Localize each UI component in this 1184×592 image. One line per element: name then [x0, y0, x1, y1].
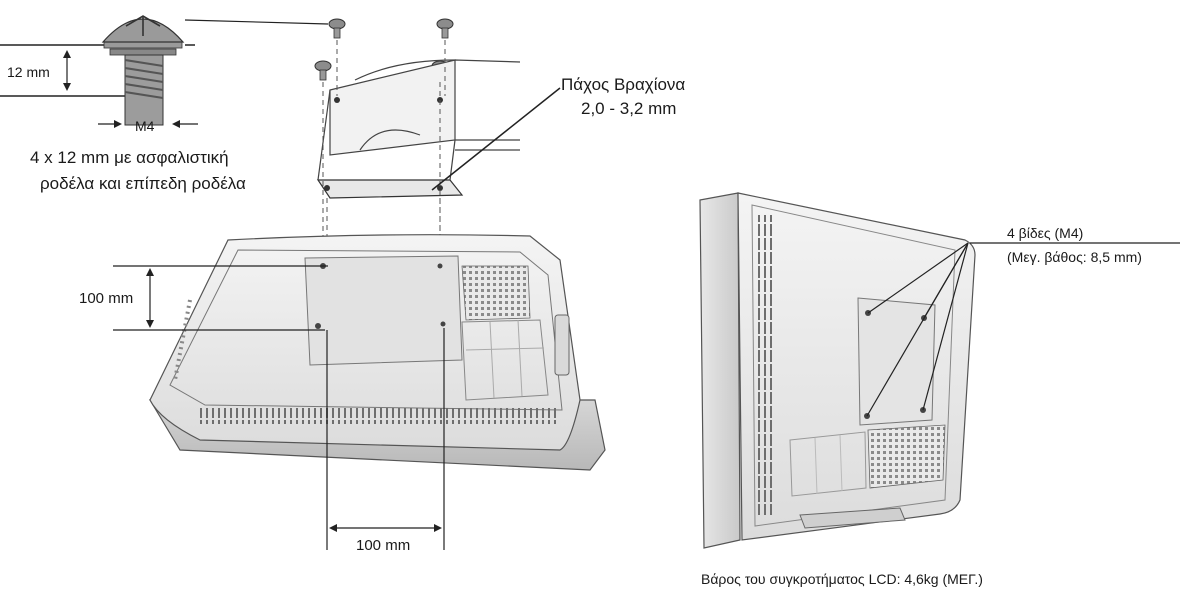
screw-icon — [436, 18, 454, 39]
screw-thread-label: M4 — [135, 118, 155, 134]
horizontal-spacing-label: 100 mm — [356, 537, 410, 554]
rear-screws-label: 4 βίδες (M4) — [1007, 225, 1083, 241]
vertical-spacing-dimension — [113, 265, 328, 331]
screw-icon — [328, 18, 346, 39]
stand-bracket — [316, 40, 561, 330]
weight-note: Βάρος του συγκροτήματος LCD: 4,6kg (ΜΕΓ.… — [701, 571, 983, 587]
screw-height-label: 12 mm — [7, 64, 50, 80]
screw-description-line1: 4 x 12 mm με ασφαλιστική — [30, 148, 229, 167]
monitor-rear-upright — [699, 192, 1180, 549]
bracket-thickness-title: Πάχος Βραχίονα — [561, 75, 685, 94]
rear-screws-depth: (Μεγ. βάθος: 8,5 mm) — [1007, 249, 1142, 265]
screw-detail: 12 mm M4 4 x 12 mm με ασφαλιστική ροδέλα… — [0, 15, 329, 193]
monitor-back-flat — [148, 234, 606, 471]
vertical-spacing-label: 100 mm — [79, 290, 133, 307]
bracket-thickness-value: 2,0 - 3,2 mm — [581, 99, 676, 118]
screw-icon — [314, 60, 332, 81]
horizontal-spacing-dimension — [326, 328, 445, 550]
screw-description-line2: ροδέλα και επίπεδη ροδέλα — [40, 174, 246, 193]
